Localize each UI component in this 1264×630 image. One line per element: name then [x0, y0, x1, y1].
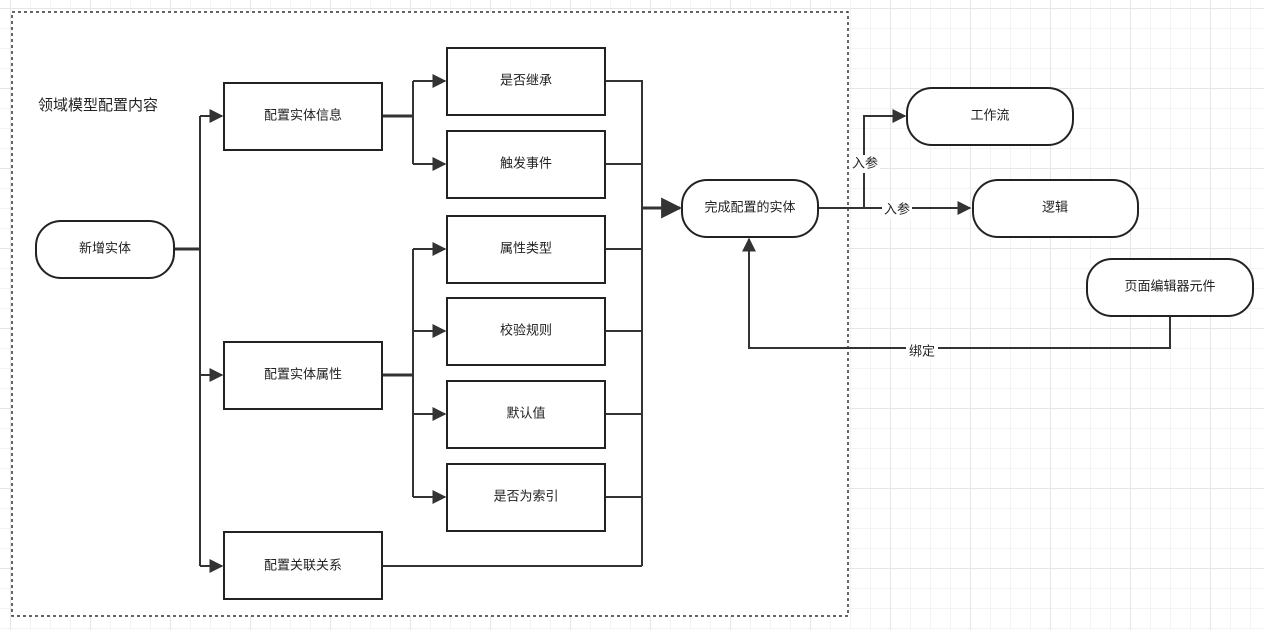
svg-text:新增实体: 新增实体 [79, 241, 131, 257]
node-config-entity-attr: 配置实体属性 [223, 341, 383, 410]
svg-text:入参: 入参 [884, 202, 910, 218]
container-title: 领域模型配置内容 [38, 96, 158, 114]
edge-label-binding: 绑定 [906, 343, 938, 361]
node-attr-type: 属性类型 [446, 215, 606, 284]
node-new-entity: 新增实体 [35, 220, 175, 279]
svg-text:绑定: 绑定 [909, 345, 935, 360]
svg-text:入参: 入参 [852, 156, 878, 172]
node-workflow: 工作流 [906, 87, 1074, 146]
svg-text:触发事件: 触发事件 [500, 156, 552, 172]
svg-text:工作流: 工作流 [970, 109, 1009, 124]
svg-text:校验规则: 校验规则 [500, 323, 552, 339]
svg-text:逻辑: 逻辑 [1042, 201, 1068, 216]
node-trigger-event: 触发事件 [446, 130, 606, 199]
svg-text:是否为索引: 是否为索引 [493, 490, 558, 505]
edges-merge [382, 80, 683, 567]
domain-model-container [11, 11, 849, 617]
svg-text:默认值: 默认值 [506, 406, 545, 422]
edge-label-param-logic: 入参 [882, 201, 912, 219]
node-configured-entity: 完成配置的实体 [681, 179, 819, 238]
svg-text:是否继承: 是否继承 [500, 74, 552, 89]
node-logic: 逻辑 [972, 179, 1139, 238]
node-inherit: 是否继承 [446, 47, 606, 116]
node-validation: 校验规则 [446, 297, 606, 366]
svg-text:配置实体信息: 配置实体信息 [264, 108, 342, 124]
svg-text:属性类型: 属性类型 [500, 242, 552, 257]
edges-entity-info [382, 74, 447, 171]
svg-text:配置实体属性: 配置实体属性 [264, 368, 342, 383]
edge-label-param-workflow: 入参 [850, 155, 880, 173]
node-default-value: 默认值 [446, 380, 606, 449]
node-is-index: 是否为索引 [446, 463, 606, 532]
edge-binding [742, 237, 1171, 349]
svg-text:完成配置的实体: 完成配置的实体 [704, 200, 795, 216]
edges-new-entity [174, 109, 224, 573]
node-page-editor-component: 页面编辑器元件 [1086, 258, 1254, 317]
node-config-entity-info: 配置实体信息 [223, 82, 383, 151]
node-config-relation: 配置关联关系 [223, 531, 383, 600]
edges-entity-attr [382, 242, 447, 504]
svg-text:页面编辑器元件: 页面编辑器元件 [1124, 280, 1215, 295]
svg-text:配置关联关系: 配置关联关系 [264, 559, 342, 574]
